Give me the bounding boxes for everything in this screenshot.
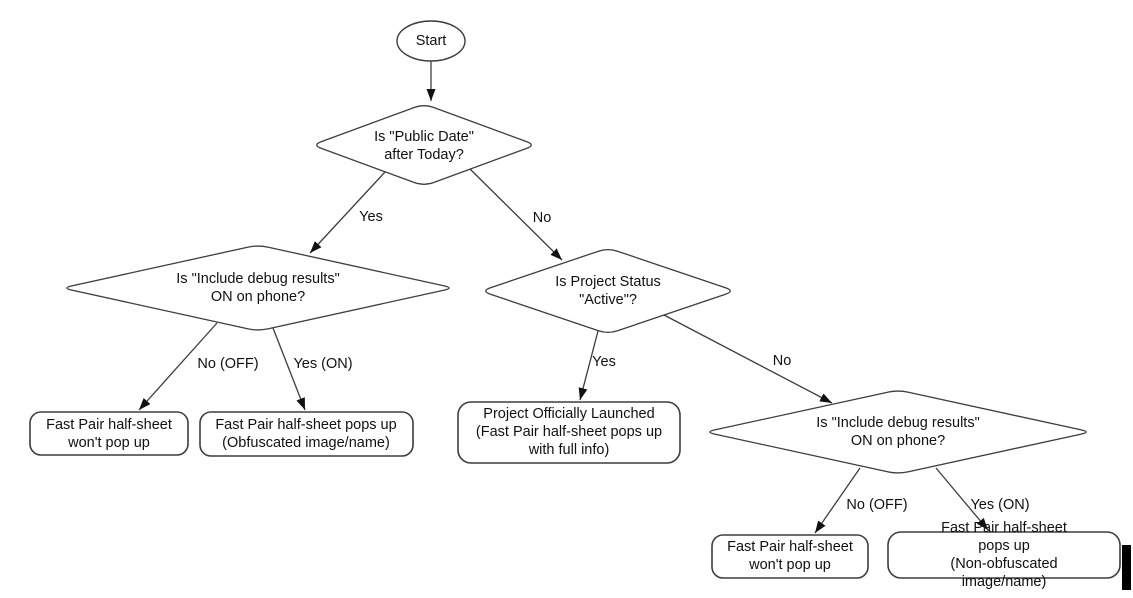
edge-status-no <box>663 314 833 404</box>
result-non-obfuscated-shape <box>887 531 1121 579</box>
edge-status-yes <box>578 330 599 401</box>
edge-debug-right-yes <box>935 467 989 531</box>
edge-public-date-no <box>469 168 563 261</box>
decision-debug-right-shape <box>709 390 1087 474</box>
result-obfuscated-shape <box>199 411 414 457</box>
result-no-popup-right-shape <box>711 534 869 579</box>
decision-public-date-shape <box>316 105 532 185</box>
result-launched-shape <box>457 401 681 464</box>
decision-project-status-shape <box>485 248 731 334</box>
text-cursor-artifact <box>1122 545 1131 590</box>
edge-public-date-yes <box>309 171 386 254</box>
edge-debug-left-no <box>138 322 218 411</box>
start-node-shape <box>396 20 466 62</box>
edge-debug-right-no <box>814 467 861 534</box>
decision-debug-left-shape <box>66 245 450 331</box>
result-no-popup-left-shape <box>29 411 189 456</box>
edge-debug-left-yes <box>272 327 306 411</box>
